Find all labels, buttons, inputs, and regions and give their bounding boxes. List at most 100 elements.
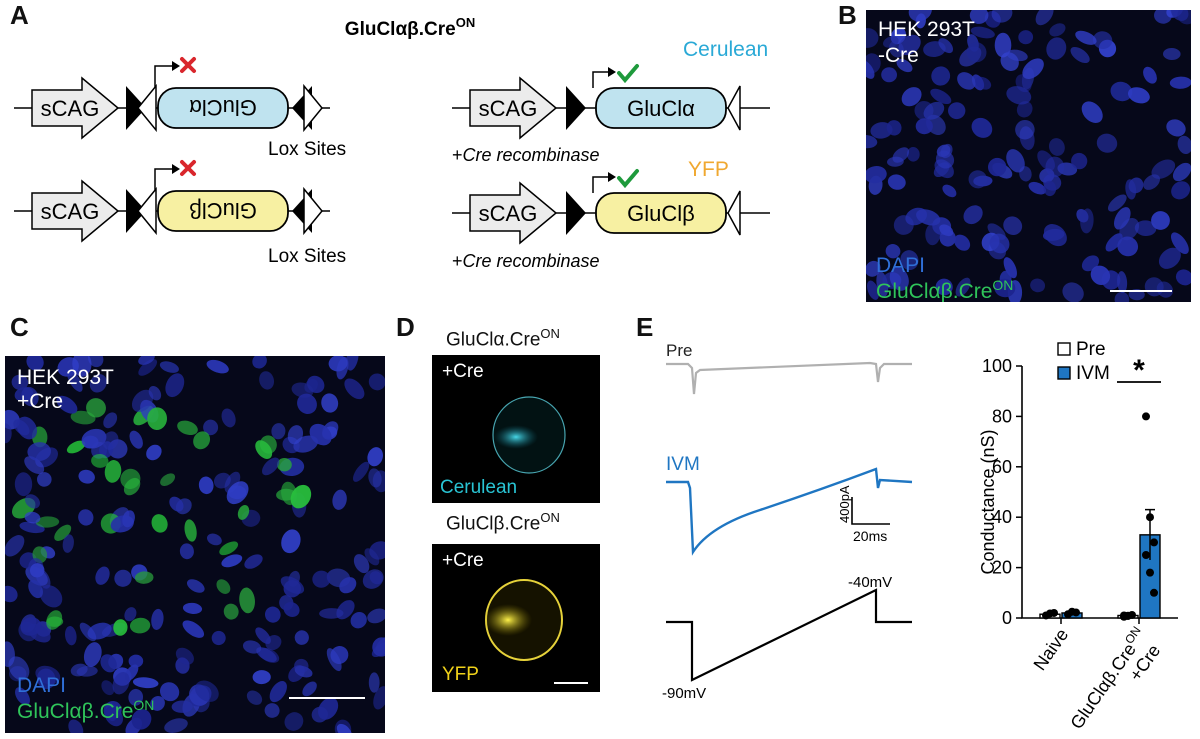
dapi-nucleus <box>1003 216 1023 235</box>
dapi-nucleus <box>368 373 385 391</box>
legend-dapi: DAPI <box>17 674 67 697</box>
dapi-nucleus <box>336 723 352 733</box>
dapi-nucleus <box>72 356 92 377</box>
scale-bar <box>289 697 365 699</box>
glucl-expressing-nucleus <box>66 440 86 454</box>
dapi-nucleus <box>165 373 185 398</box>
dapi-nucleus <box>182 620 205 638</box>
dapi-nucleus <box>901 87 922 107</box>
dapi-nucleus <box>367 608 385 624</box>
dapi-nucleus <box>211 630 226 646</box>
dapi-nucleus <box>8 656 30 681</box>
dapi-nucleus <box>881 67 897 83</box>
dapi-nucleus <box>1016 101 1033 118</box>
dapi-nucleus <box>265 635 282 651</box>
dapi-nucleus <box>866 260 881 277</box>
gene-alpha-inverted-label: GluClα <box>189 95 257 120</box>
glucl-expressing-nucleus <box>160 473 176 486</box>
trace-ivm <box>666 467 913 556</box>
dapi-nucleus <box>1177 10 1191 25</box>
dapi-nucleus <box>64 626 77 646</box>
dapi-nucleus <box>159 361 179 373</box>
dapi-nucleus <box>948 102 966 120</box>
dapi-nucleus <box>346 356 359 371</box>
dapi-nucleus <box>1166 119 1186 137</box>
tss-arrow <box>592 176 608 193</box>
dapi-nucleus <box>221 554 243 568</box>
glucl-expressing-nucleus <box>129 617 151 634</box>
dapi-nucleus <box>1107 194 1127 212</box>
dapi-nucleus <box>968 170 988 189</box>
y-tick-label: 0 <box>1002 608 1012 628</box>
dapi-nucleus <box>923 101 945 120</box>
dapi-nucleus <box>866 60 875 79</box>
dapi-nucleus <box>26 356 44 371</box>
dapi-nucleus <box>867 280 879 300</box>
dapi-nucleus <box>368 672 380 693</box>
promoter-label: sCAG <box>41 199 100 224</box>
dapi-nucleus <box>24 511 41 524</box>
cre-condition-label: +Cre <box>17 390 64 413</box>
lox-site-black <box>566 86 586 130</box>
dapi-nucleus <box>56 395 78 414</box>
glucl-expressing-nucleus <box>177 420 198 436</box>
dapi-nucleus <box>264 703 280 718</box>
cre-condition-label: +Cre <box>442 361 484 382</box>
dapi-nucleus <box>302 681 317 697</box>
dapi-nucleus <box>321 393 339 413</box>
dapi-nucleus <box>938 38 954 54</box>
dapi-nucleus <box>78 469 95 484</box>
dapi-nucleus <box>227 485 247 500</box>
dapi-nucleus <box>1117 271 1128 294</box>
dapi-nucleus <box>103 412 118 429</box>
y-tick-label: 100 <box>982 356 1012 376</box>
glucl-expressing-nucleus <box>237 504 250 520</box>
cre-condition-label: -Cre <box>878 44 919 67</box>
dapi-nucleus <box>203 419 219 436</box>
dapi-nucleus <box>124 607 137 622</box>
dapi-nucleus <box>939 224 954 237</box>
dapi-nucleus <box>1006 86 1032 105</box>
lox-site-white <box>727 85 741 131</box>
lox-site-black <box>566 191 586 235</box>
dapi-nucleus <box>242 640 262 654</box>
dapi-nucleus <box>284 712 304 731</box>
dapi-nucleus <box>1110 81 1133 102</box>
dapi-nucleus <box>95 566 110 585</box>
dapi-nucleus <box>5 641 15 667</box>
glucl-expressing-nucleus <box>239 587 255 614</box>
dapi-nucleus <box>1042 228 1065 241</box>
dapi-nucleus <box>1028 181 1047 195</box>
dapi-nucleus <box>906 147 920 162</box>
dapi-nucleus <box>68 719 84 733</box>
dapi-nucleus <box>1169 76 1191 89</box>
dapi-nucleus <box>164 718 188 733</box>
dapi-nucleus <box>353 554 370 574</box>
dapi-nucleus <box>915 118 933 135</box>
dapi-nucleus <box>269 681 287 703</box>
dapi-nucleus <box>179 543 194 560</box>
promoter-label: sCAG <box>479 96 538 121</box>
dapi-nucleus <box>37 472 52 487</box>
dapi-nucleus <box>931 66 951 86</box>
voltage-protocol <box>666 588 912 682</box>
dapi-nucleus <box>309 423 332 446</box>
dapi-nucleus <box>151 608 164 630</box>
glucl-expressing-nucleus <box>54 524 72 541</box>
scale-bar <box>554 682 588 684</box>
dapi-nucleus <box>1171 181 1191 200</box>
glucl-expressing-nucleus <box>223 603 239 620</box>
glucl-expressing-nucleus <box>255 440 273 459</box>
dapi-nucleus <box>866 166 887 184</box>
yfp-cell-image <box>484 579 563 661</box>
dapi-nucleus <box>1172 162 1191 182</box>
lox-site-white <box>303 83 323 133</box>
dapi-nuclei-field <box>5 356 385 733</box>
lox-sites-label: Lox Sites <box>268 246 346 267</box>
data-point <box>1146 568 1154 577</box>
dapi-nucleus <box>368 468 382 488</box>
dapi-nucleus <box>246 690 263 705</box>
panel-letter-b: B <box>838 0 857 30</box>
dapi-nucleus <box>966 42 987 63</box>
dapi-nucleus <box>364 548 380 566</box>
